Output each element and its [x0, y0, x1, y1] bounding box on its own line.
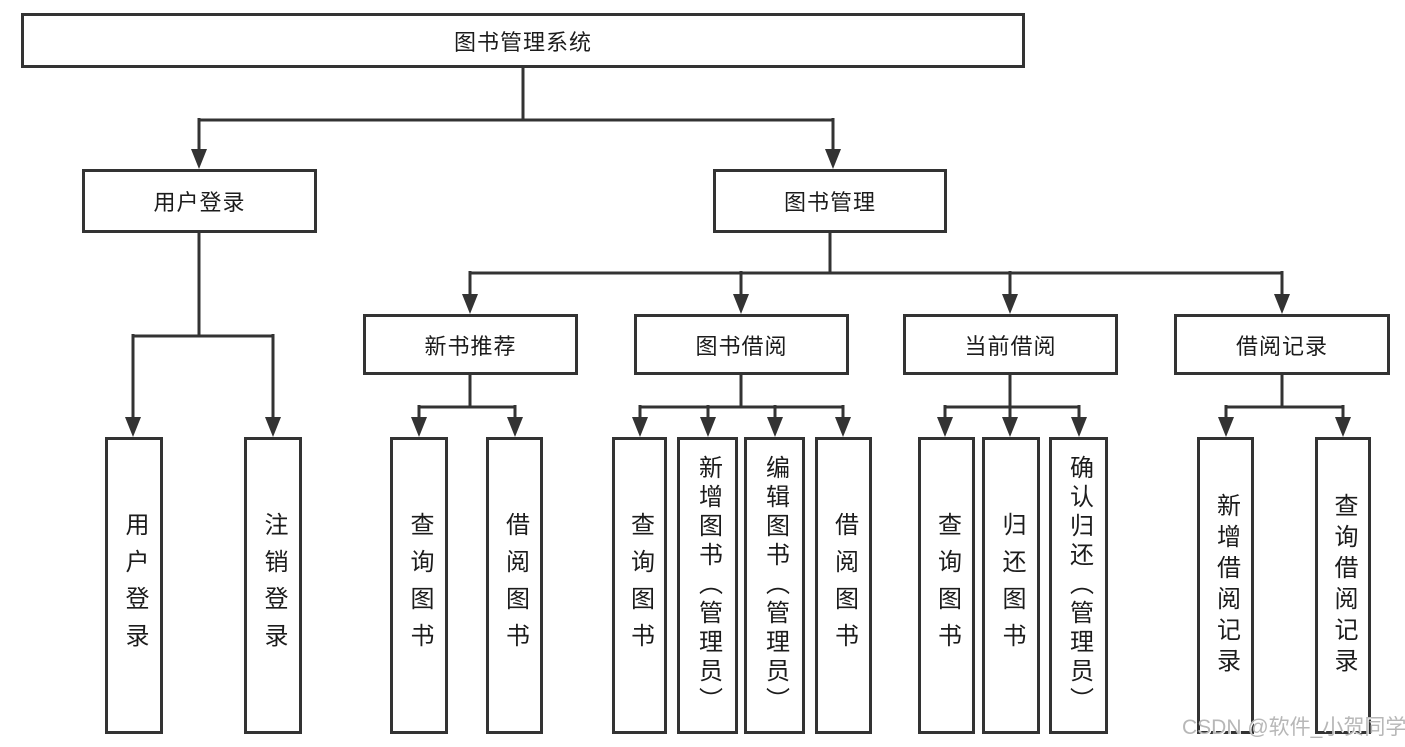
node-label: 借阅记录 — [1235, 333, 1328, 359]
node-cb-query-books: 查询图书 — [918, 437, 975, 734]
node-label: 新增借阅记录 — [1212, 492, 1240, 679]
node-label: 图书管理系统 — [453, 29, 592, 55]
node-logout: 注销登录 — [244, 437, 302, 734]
node-book-management: 图书管理 — [713, 169, 947, 233]
node-rec-query-books: 查询图书 — [390, 437, 448, 734]
node-label: 用户登录 — [153, 190, 246, 215]
node-book-borrowing: 图书借阅 — [634, 314, 849, 375]
node-label: 查询图书 — [406, 511, 433, 660]
node-label: 借阅图书 — [830, 511, 858, 660]
node-bb-edit-books-admin: 编辑图书（管理员） — [744, 437, 805, 734]
node-bb-query-books: 查询图书 — [612, 437, 667, 734]
node-label: 用户登录 — [121, 511, 148, 660]
arrowheads — [125, 149, 1351, 437]
node-label: 图书借阅 — [695, 333, 788, 359]
node-label: 编辑图书（管理员） — [761, 455, 789, 716]
node-label: 确认归还（管理员） — [1065, 455, 1093, 716]
node-bb-add-books-admin: 新增图书（管理员） — [677, 437, 738, 734]
node-current-borrowing: 当前借阅 — [903, 314, 1118, 375]
node-user-login-group: 用户登录 — [82, 169, 317, 233]
node-cb-return-books: 归还图书 — [982, 437, 1040, 734]
node-new-book-recommend: 新书推荐 — [363, 314, 578, 375]
node-label: 归还图书 — [998, 511, 1025, 660]
csdn-watermark: CSDN @软件_小贺同学 — [1182, 716, 1405, 739]
node-user-login: 用户登录 — [105, 437, 163, 734]
node-bb-borrow-books: 借阅图书 — [815, 437, 872, 734]
node-br-query-record: 查询借阅记录 — [1315, 437, 1371, 734]
node-label: 新增图书（管理员） — [694, 455, 722, 716]
node-label: 查询图书 — [626, 511, 654, 660]
node-label: 注销登录 — [260, 511, 287, 660]
node-label: 图书管理 — [783, 190, 876, 215]
node-cb-confirm-return-admin: 确认归还（管理员） — [1049, 437, 1108, 734]
node-borrowing-records: 借阅记录 — [1174, 314, 1390, 375]
node-label: 当前借阅 — [964, 333, 1057, 359]
node-br-add-record: 新增借阅记录 — [1197, 437, 1254, 734]
node-label: 借阅图书 — [501, 511, 529, 660]
node-label: 查询借阅记录 — [1330, 492, 1357, 679]
node-label: 查询图书 — [933, 511, 961, 660]
node-rec-borrow-books: 借阅图书 — [486, 437, 543, 734]
node-root-system: 图书管理系统 — [21, 13, 1025, 68]
node-label: 新书推荐 — [424, 333, 517, 359]
